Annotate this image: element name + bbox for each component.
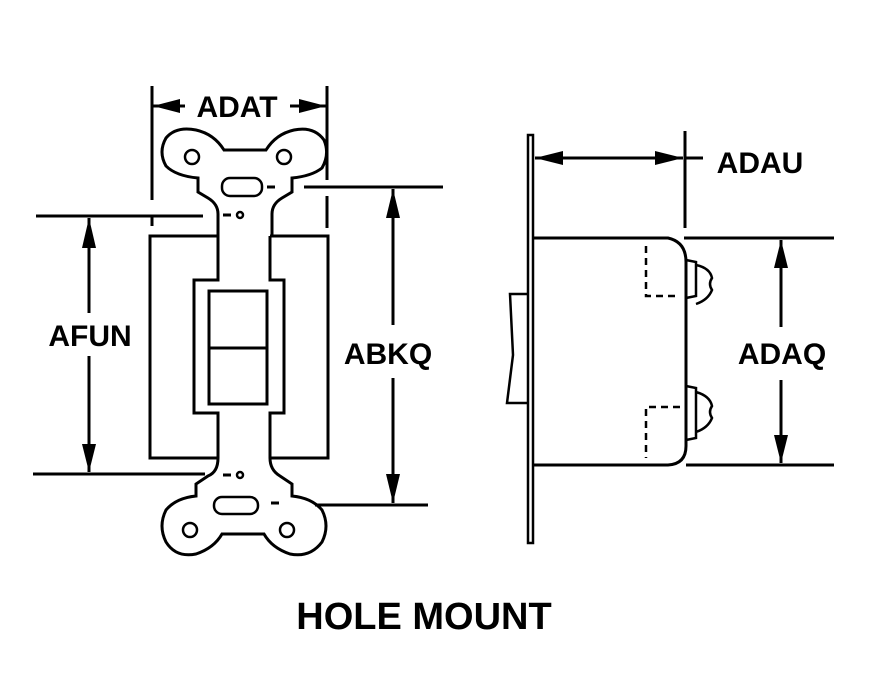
arrowhead-right bbox=[299, 99, 326, 113]
arrowhead-down bbox=[774, 435, 788, 463]
terminal-screw-bottom bbox=[685, 384, 714, 442]
arrowhead-left bbox=[153, 99, 180, 113]
dimension-label-adau: ADAU bbox=[717, 147, 804, 180]
front-view: ADAT AFUN ABKQ bbox=[33, 86, 443, 557]
arrowhead-up bbox=[82, 218, 96, 248]
screw-hole-top bbox=[235, 210, 245, 220]
mounting-hole-bottom-left bbox=[181, 521, 199, 539]
arrowhead-down bbox=[386, 474, 400, 503]
screw-hole-bottom bbox=[235, 470, 245, 480]
hidden-line-bottom bbox=[644, 405, 680, 458]
dimension-label-abkq: ABKQ bbox=[344, 338, 432, 371]
mounting-strap-outline bbox=[160, 127, 329, 557]
arrowhead-up bbox=[386, 189, 400, 218]
terminal-screw-top bbox=[685, 258, 714, 306]
mounting-hole-bottom-right bbox=[278, 521, 296, 539]
mounting-hole-top-right bbox=[275, 148, 293, 166]
device-body bbox=[148, 234, 330, 460]
toggle-lever bbox=[505, 292, 528, 405]
dimension-label-adaq: ADAQ bbox=[738, 338, 826, 371]
mounting-hole-top-left bbox=[183, 148, 201, 166]
dimension-label-afun: AFUN bbox=[48, 320, 131, 353]
arrowhead-left bbox=[535, 151, 563, 165]
arrowhead-up bbox=[774, 240, 788, 268]
hidden-line-top bbox=[644, 246, 680, 298]
arrowhead-right bbox=[655, 151, 683, 165]
switch-body bbox=[534, 236, 688, 467]
slot-bottom bbox=[212, 495, 260, 516]
side-view: ADAU ADAQ bbox=[505, 131, 834, 545]
mounting-plate bbox=[526, 133, 535, 545]
arrowhead-down bbox=[82, 444, 96, 472]
slot-top bbox=[220, 176, 264, 198]
diagram-title: HOLE MOUNT bbox=[296, 596, 551, 638]
dimension-label-adat: ADAT bbox=[196, 91, 277, 124]
